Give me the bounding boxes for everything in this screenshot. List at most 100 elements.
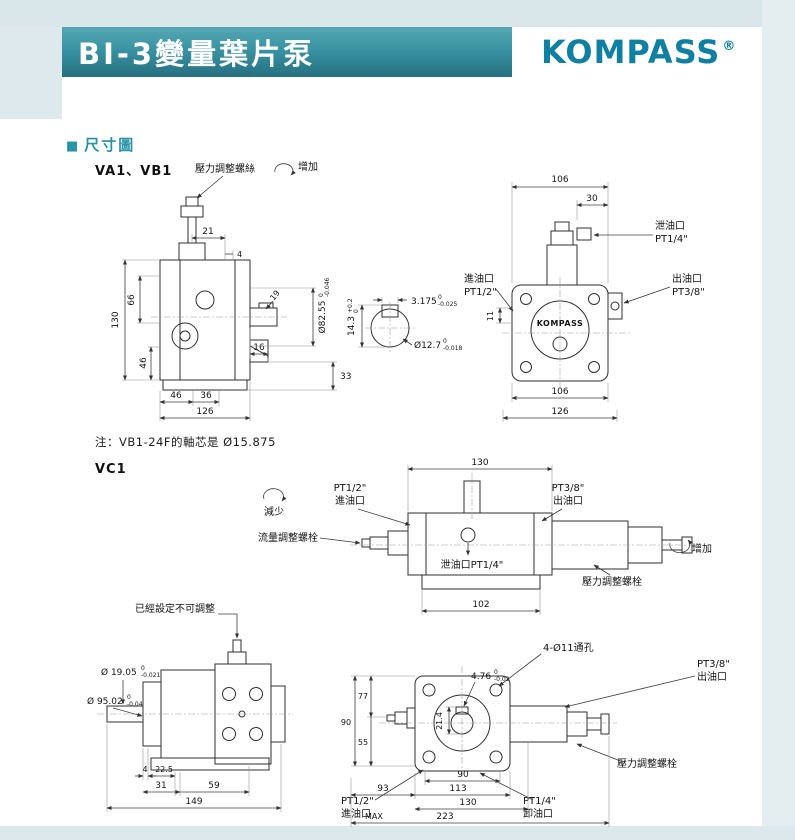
through-holes-label: 4-Ø11通孔 xyxy=(543,642,594,654)
vc1-top-dim-130: 130 xyxy=(471,458,488,468)
vc1-outlet-size: PT3/8" xyxy=(552,483,585,494)
decrease-rotation-arrow-icon xyxy=(263,488,287,502)
vc1-front-outline xyxy=(386,675,610,772)
page-title: BI-3變量葉片泵 xyxy=(78,37,316,71)
note-vb1-24f: 注：VB1-24F的軸芯是 Ø15.875 xyxy=(95,435,276,449)
pressure-screw-leader xyxy=(196,175,224,199)
registered-mark-icon: ® xyxy=(722,39,737,54)
drain-port-size: PT1/4" xyxy=(655,234,688,245)
va1-vb1-side-view-drawing: 壓力調整螺絲 增加 21 4 xyxy=(111,160,463,421)
va1-side-dim-21: 21 xyxy=(202,227,213,237)
va1-side-dim-36: 36 xyxy=(200,391,212,401)
vc1-inlet-size: PT1/2" xyxy=(334,483,367,494)
vc1-drain-label: 泄油口PT1/4" xyxy=(441,558,504,571)
va1-front-dim-106-top: 106 xyxy=(551,175,568,185)
vc1-increase-label: 增加 xyxy=(692,542,712,555)
svg-text:130: 130 xyxy=(111,311,121,328)
vc1-top-outline xyxy=(361,480,693,590)
section-heading-text: 尺寸圖 xyxy=(84,136,136,154)
va1-side-dim-shaft-dia: Ø82.55 0 -0.046 xyxy=(317,277,331,333)
va1-front-dim-126: 126 xyxy=(551,407,568,417)
vc1f-outlet-label: 出油口 xyxy=(697,670,727,683)
vc1-top-dim-102: 102 xyxy=(472,600,489,610)
vc1-side-pilot-dia: Ø 95.02 xyxy=(87,696,123,707)
vc1-front-view-drawing: 4-Ø11通孔 PT3/8" 出油口 4.76 0 -0.02 xyxy=(341,642,730,827)
vc1f-max-label: MAX xyxy=(365,812,383,821)
increase-rotation-arrow-icon xyxy=(274,163,296,176)
face-brand-text: KOMPASS xyxy=(537,319,584,328)
vc1-side-shaft-dia-tol-lo: -0.021 xyxy=(141,672,161,679)
vc1f-inlet-size: PT1/2" xyxy=(341,796,374,807)
va1-front-dim-106-bottom: 106 xyxy=(551,387,568,397)
vc1f-dim-21-4: 21.4 xyxy=(435,712,444,730)
vc1-side-pilot-dia-tol-hi: 0 xyxy=(127,694,131,701)
va1-side-dim-16: 16 xyxy=(253,343,265,353)
inlet-port-label: 進油口 xyxy=(464,272,494,285)
vc1f-dim-130: 130 xyxy=(459,798,476,808)
shaft-dim-14-3: 14.3 +0.2 0 xyxy=(347,298,360,336)
pump-side-outline xyxy=(159,259,278,391)
model-label-vc1: VC1 xyxy=(95,462,127,477)
vc1-side-dim-149: 149 xyxy=(185,797,202,807)
va1-vb1-front-view-drawing: 106 30 泄油口 PT1/4" KOMPASS 出油口 PT3/8" xyxy=(464,175,705,422)
pressure-screw-label: 壓力調整螺絲 xyxy=(195,162,255,175)
shaft-dim-3-175: 3.175 xyxy=(411,297,437,307)
vc1-pressure-screw-label: 壓力調整螺栓 xyxy=(582,575,642,588)
model-label-va1-vb1: VA1、VB1 xyxy=(95,164,173,179)
vc1-side-dim-4: 4 xyxy=(142,765,147,774)
svg-text:-0.046: -0.046 xyxy=(324,277,331,297)
vc1f-inlet-label: 進油口 xyxy=(341,807,371,820)
va1-front-dim-30: 30 xyxy=(586,194,598,204)
vc1-side-dim-59: 59 xyxy=(208,781,220,791)
va1-side-dim-19: 19 xyxy=(268,289,281,303)
vc1-side-shaft-dia: Ø 19.05 xyxy=(101,667,137,678)
va1-side-dim-126: 126 xyxy=(196,407,213,417)
vc1-outlet-label: 出油口 xyxy=(553,494,583,507)
pressure-adjust-screw xyxy=(178,196,206,261)
vc1f-key-dim: 4.76 xyxy=(471,672,491,682)
valve-cap xyxy=(546,221,592,286)
svg-text:46: 46 xyxy=(139,357,149,369)
vc1f-dim-90-bottom: 90 xyxy=(457,770,469,780)
vc1f-key-tol-hi: 0 xyxy=(494,669,498,676)
vc1f-drain-label: 卸油口 xyxy=(523,807,553,820)
preset-leader xyxy=(218,613,240,639)
shaft-dim-12-7-tol-hi: 0 xyxy=(443,338,447,345)
va1-front-dim-11: 11 xyxy=(486,311,495,321)
decrease-label: 減少 xyxy=(264,505,284,518)
vc1f-dim-223: 223 xyxy=(436,812,453,822)
shaft-dim-12-7: Ø12.7 xyxy=(414,340,441,351)
vc1-inlet-label: 進油口 xyxy=(335,494,365,507)
vc1-side-dim-31: 31 xyxy=(155,781,166,791)
brand-logo-text: KOMPASS xyxy=(541,33,721,71)
vc1f-dim-55: 55 xyxy=(358,738,368,747)
vc1-side-pilot-dia-tol-lo: -0.04 xyxy=(127,701,143,708)
drain-port-label: 泄油口 xyxy=(655,219,685,232)
vc1f-dim-93: 93 xyxy=(377,784,388,794)
vc1f-dim-90-left: 90 xyxy=(341,718,351,727)
svg-text:19: 19 xyxy=(268,289,281,303)
vc1f-key-tol-lo: -0.02 xyxy=(494,676,510,683)
vc1-top-view-drawing: 130 減少 PT1/2" 進油口 PT3/8" 出油口 流量調整螺栓 xyxy=(258,458,712,615)
vc1f-outlet-size: PT3/8" xyxy=(697,659,730,670)
inlet-port-size: PT1/2" xyxy=(464,287,497,298)
vc1-side-dim-22-5: 22.5 xyxy=(155,765,173,774)
page-margin-right xyxy=(762,0,795,840)
preset-label: 已經設定不可調整 xyxy=(135,602,215,615)
increase-rotation-arrow-icon xyxy=(669,539,693,553)
vc1-side-view-drawing: 已經設定不可調整 Ø 19.05 0 -0.021 Ø 95.02 0 -0.0… xyxy=(87,602,293,812)
svg-text:Ø82.55: Ø82.55 xyxy=(317,301,328,334)
vc1f-dim-77: 77 xyxy=(358,692,368,701)
title-banner: BI-3變量葉片泵 xyxy=(62,27,512,77)
va1-side-dim-4: 4 xyxy=(237,250,242,259)
svg-text:21.4: 21.4 xyxy=(435,712,444,730)
svg-text:14.3: 14.3 xyxy=(347,316,357,336)
shaft-dim-3-175-tol-hi: 0 xyxy=(438,294,442,301)
svg-text:0: 0 xyxy=(318,293,325,297)
page-margin-bottom xyxy=(0,826,795,840)
svg-text:+0.2: +0.2 xyxy=(347,298,354,313)
section-bullet-icon: ■ xyxy=(66,139,81,154)
svg-text:0: 0 xyxy=(353,309,360,313)
section-heading: ■尺寸圖 xyxy=(66,134,135,155)
